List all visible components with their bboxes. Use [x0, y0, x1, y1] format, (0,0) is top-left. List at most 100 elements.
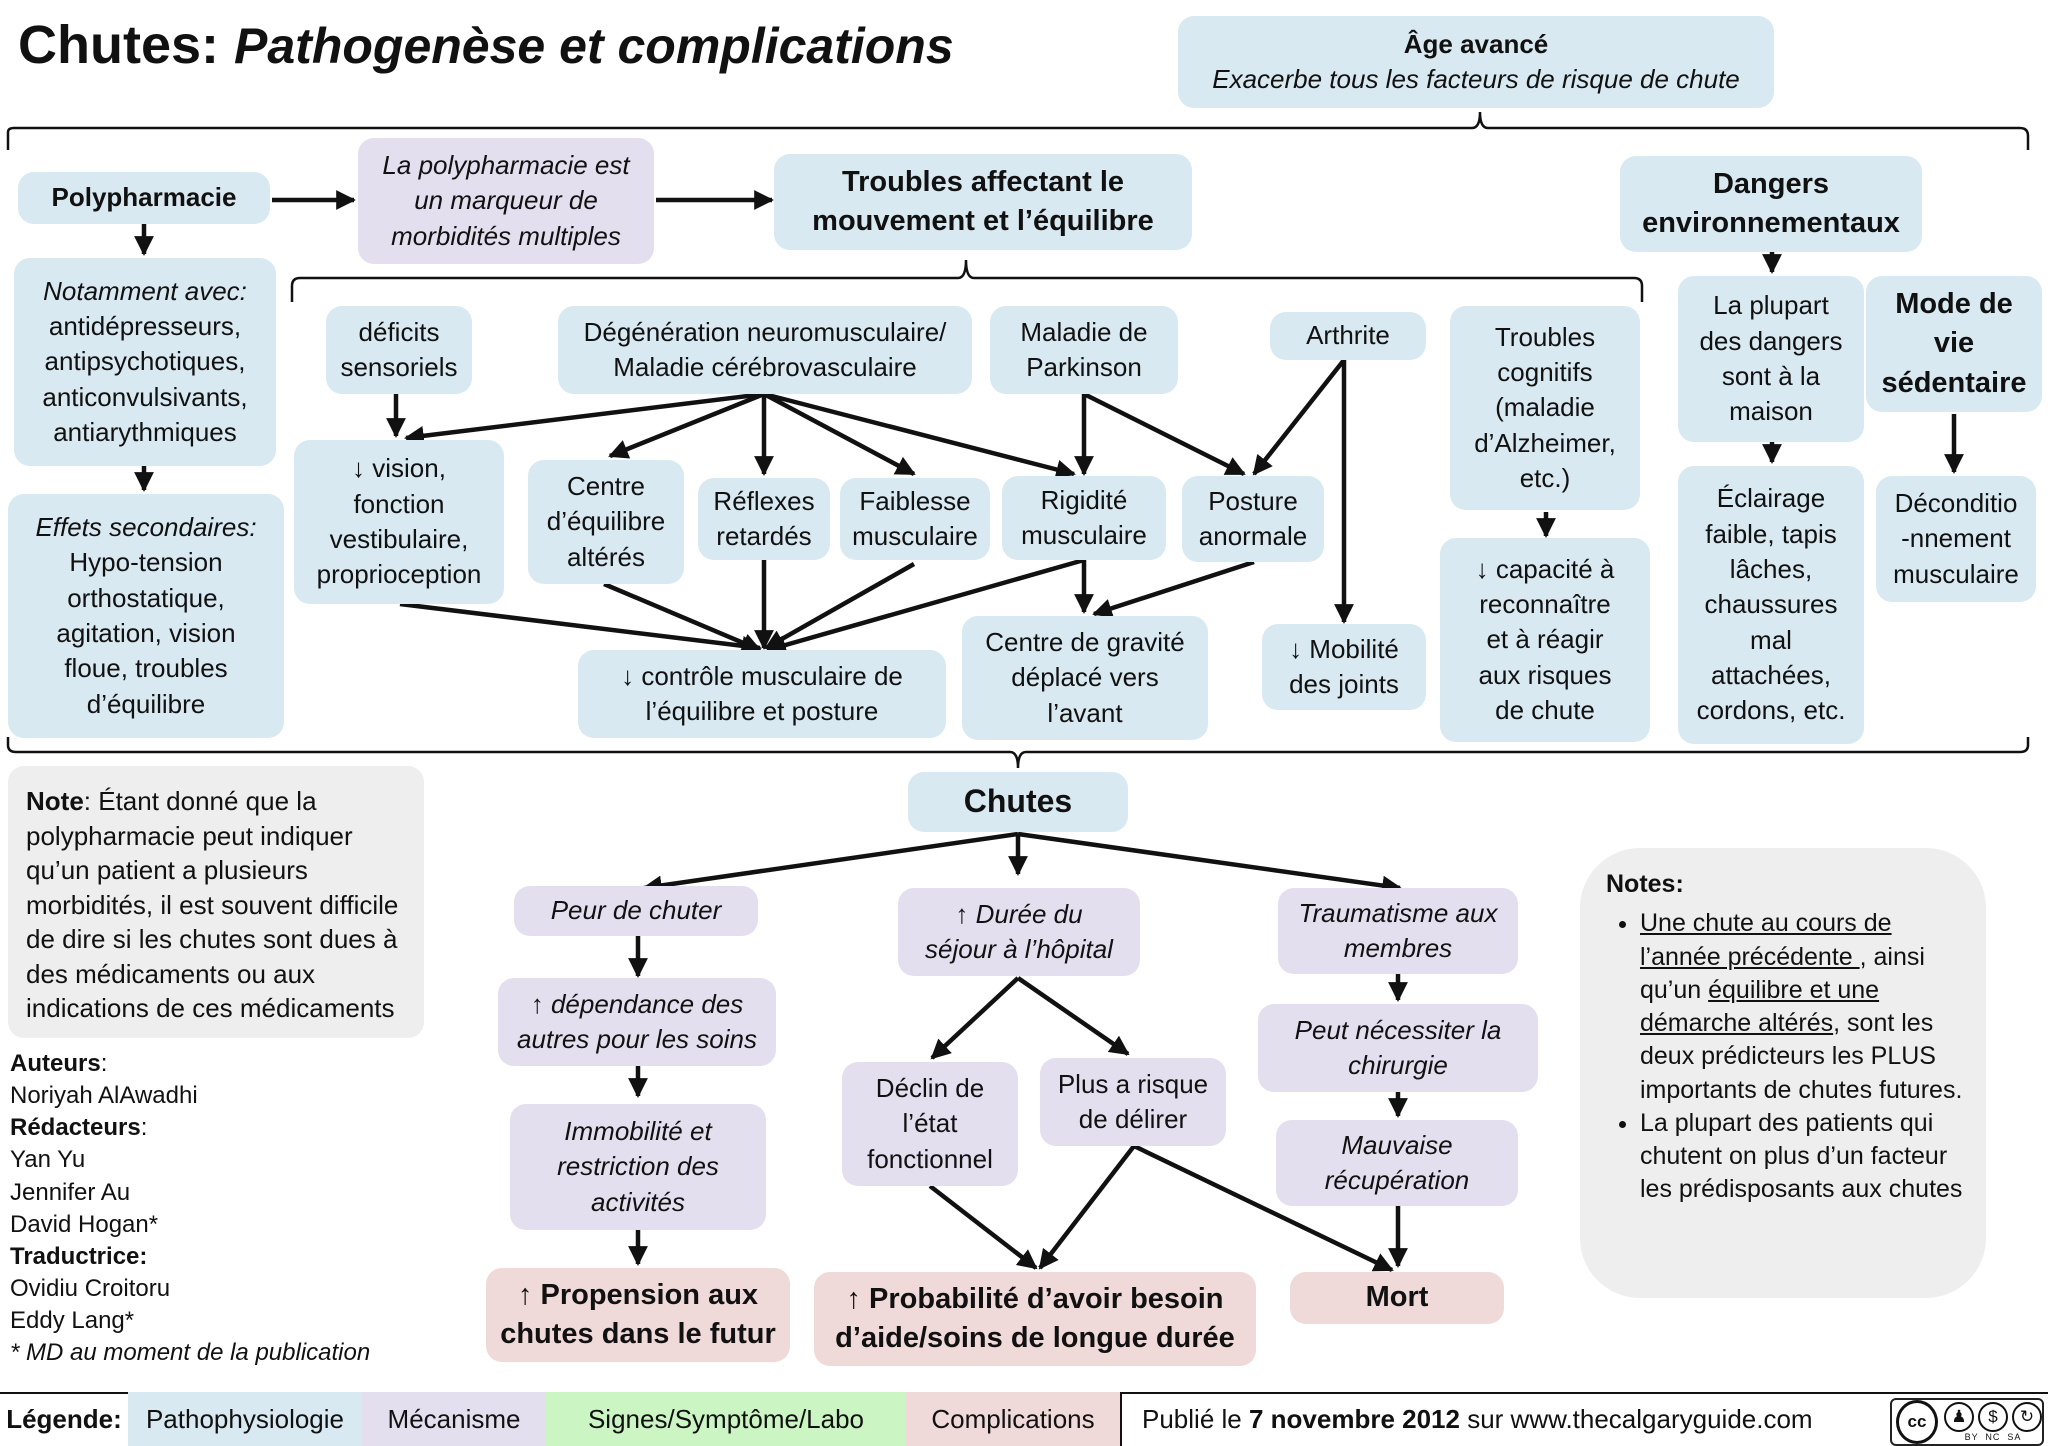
propension-line: ↑ Propension aux: [517, 1278, 759, 1311]
plupart-line: La plupart: [1713, 290, 1829, 321]
mort-box: Mort: [1290, 1272, 1504, 1324]
arthrite-box: Arthrite: [1270, 312, 1426, 360]
declin-line: Déclin de: [875, 1072, 985, 1103]
deconditionnement-box: Déconditio -nnement musculaire: [1876, 476, 2036, 602]
note-body: : Étant donné que la polypharmacie peut …: [26, 786, 399, 1024]
chirurgie-box: Peut nécessiter la chirurgie: [1258, 1004, 1538, 1092]
delirer-line: de délirer: [1078, 1104, 1188, 1134]
centre-eq-line: altérés: [566, 541, 646, 572]
recuperation-box: Mauvaise récupération: [1276, 1120, 1518, 1206]
brackets: [6, 111, 2030, 769]
marqueur-box: La polypharmacie est un marqueur de morb…: [358, 138, 654, 264]
redacteur-name: Yan Yu: [10, 1146, 86, 1174]
faiblesse-line: musculaire: [852, 521, 978, 551]
legend-label: Légende:: [6, 1403, 122, 1434]
dangers-line: Dangers: [1712, 167, 1830, 200]
immobilite-box: Immobilité et restriction des activités: [510, 1104, 766, 1230]
sedentaire-line: Mode de: [1895, 287, 2013, 320]
cognitifs-line: Troubles: [1494, 321, 1596, 352]
sa-icon: ↻: [2012, 1402, 2042, 1432]
notes-box: [1580, 848, 1986, 1298]
traductrice-label: Traductrice:: [10, 1242, 148, 1270]
eclairage-line: cordons, etc.: [1696, 695, 1846, 726]
gravite-line: Centre de gravité: [985, 626, 1185, 657]
notamment-line: anticonvulsivants,: [42, 381, 248, 412]
centre-equilibre-box: Centre d’équilibre altérés: [528, 460, 684, 584]
notes-underline: équilibre et une démarche altérés: [1640, 975, 1880, 1037]
probabilite-line: ↑ Probabilité d’avoir besoin: [846, 1282, 1224, 1315]
duree-box: ↑ Durée du séjour à l’hôpital: [898, 888, 1140, 976]
cognitifs-line: etc.): [1519, 463, 1571, 494]
decond-line: Déconditio: [1894, 487, 2018, 518]
rigidite-line: musculaire: [1021, 520, 1147, 550]
notes-underline: Une chute au cours de l’année précédente: [1640, 909, 1892, 971]
dangers-box: Dangers environnementaux: [1620, 156, 1922, 252]
reflexes-line: retardés: [716, 521, 812, 551]
controle-line: l’équilibre et posture: [645, 696, 879, 726]
legend-comp: Complications: [906, 1392, 1120, 1446]
by-icon: ♟: [1944, 1402, 1974, 1432]
declin-box: Déclin de l’état fonctionnel: [842, 1062, 1018, 1186]
author-name: Noriyah AlAwadhi: [10, 1082, 198, 1110]
eclairage-line: mal: [1750, 624, 1792, 655]
trauma-line: membres: [1343, 933, 1453, 963]
probabilite-line: d’aide/soins de longue durée: [835, 1322, 1235, 1354]
effets-line: d’équilibre: [86, 688, 206, 719]
propension-line: chutes dans le futur: [500, 1318, 776, 1350]
eclairage-box: Éclairage faible, tapis lâches, chaussur…: [1678, 466, 1864, 744]
note-text: Note: Étant donné que la polypharmacie p…: [26, 784, 414, 1026]
troubles-line: mouvement et l’équilibre: [812, 205, 1154, 237]
eclairage-line: chaussures: [1704, 589, 1838, 620]
sedentaire-line: sédentaire: [1881, 366, 2027, 399]
controle-line: ↓ contrôle musculaire de: [621, 660, 903, 691]
mort-label: Mort: [1365, 1281, 1429, 1314]
chirurgie-line: Peut nécessiter la: [1294, 1014, 1502, 1045]
title-sub: Pathogenèse et complications: [234, 18, 954, 74]
capacite-line: reconnaître: [1479, 588, 1611, 619]
troubles-line: Troubles affectant le: [841, 165, 1124, 198]
capacite-line: aux risques: [1478, 659, 1612, 690]
notes-label: Notes: [1606, 870, 1676, 898]
recuperation-line: récupération: [1324, 1165, 1470, 1195]
effets-line: Hypo-tension: [69, 547, 223, 578]
plupart-dangers-box: La plupart des dangers sont à la maison: [1678, 276, 1864, 442]
rigidite-line: Rigidité: [1040, 484, 1128, 515]
notes-text: Notes: Une chute au cours de l’année pré…: [1606, 868, 1968, 1207]
legend-separator: [1120, 1392, 1122, 1446]
legend-patho: Pathophysiologie: [128, 1392, 362, 1446]
title-main: Chutes:: [18, 15, 219, 75]
deficits-sensoriels-box: déficits sensoriels: [326, 306, 472, 394]
legend-mech: Mécanisme: [362, 1392, 546, 1446]
effets-line: floue, troubles: [64, 653, 228, 684]
mobilite-line: des joints: [1289, 669, 1399, 699]
reflexes-box: Réflexes retardés: [698, 478, 830, 560]
duree-line: séjour à l’hôpital: [925, 934, 1113, 964]
faiblesse-box: Faiblesse musculaire: [840, 478, 990, 560]
age-title: Âge avancé: [1403, 28, 1549, 59]
deficits-line: déficits: [358, 316, 440, 347]
legend-signs: Signes/Symptôme/Labo: [546, 1392, 906, 1446]
notamment-line: antidépresseurs,: [48, 310, 242, 341]
polypharmacie-title: Polypharmacie: [51, 182, 237, 213]
cc-by-nc-sa-icons: ♟ $ ↻ BY NC SA: [1944, 1402, 2042, 1442]
traductrice-name: Eddy Lang*: [10, 1307, 135, 1335]
cc-sub-label: BY NC SA: [1964, 1432, 2022, 1442]
age-avance-box: Âge avancé Exacerbe tous les facteurs de…: [1178, 16, 1774, 108]
redacteur-name: Jennifer Au: [10, 1178, 131, 1206]
declin-line: fonctionnel: [867, 1143, 993, 1174]
marqueur-line: morbidités multiples: [391, 220, 621, 251]
traductrice-name: Ovidiu Croitoru: [10, 1275, 171, 1303]
vision-box: ↓ vision, fonction vestibulaire, proprio…: [294, 440, 504, 604]
mobilite-box: ↓ Mobilité des joints: [1262, 624, 1426, 710]
dependance-line: autres pour les soins: [517, 1024, 757, 1054]
vision-line: fonction: [353, 488, 445, 519]
auteurs-label: Auteurs: [10, 1050, 101, 1077]
notes-text-part: , sont les deux prédicteurs les PLUS imp…: [1640, 1009, 1963, 1104]
peur-box: Peur de chuter: [514, 886, 758, 936]
notamment-head: Notamment avec:: [43, 275, 247, 306]
mobilite-line: ↓ Mobilité: [1289, 633, 1399, 664]
pub-prefix: Publié le: [1142, 1403, 1249, 1434]
plupart-line: maison: [1729, 396, 1813, 427]
effets-head: Effets secondaires:: [35, 511, 257, 542]
redacteurs-label: Rédacteurs: [10, 1114, 141, 1142]
